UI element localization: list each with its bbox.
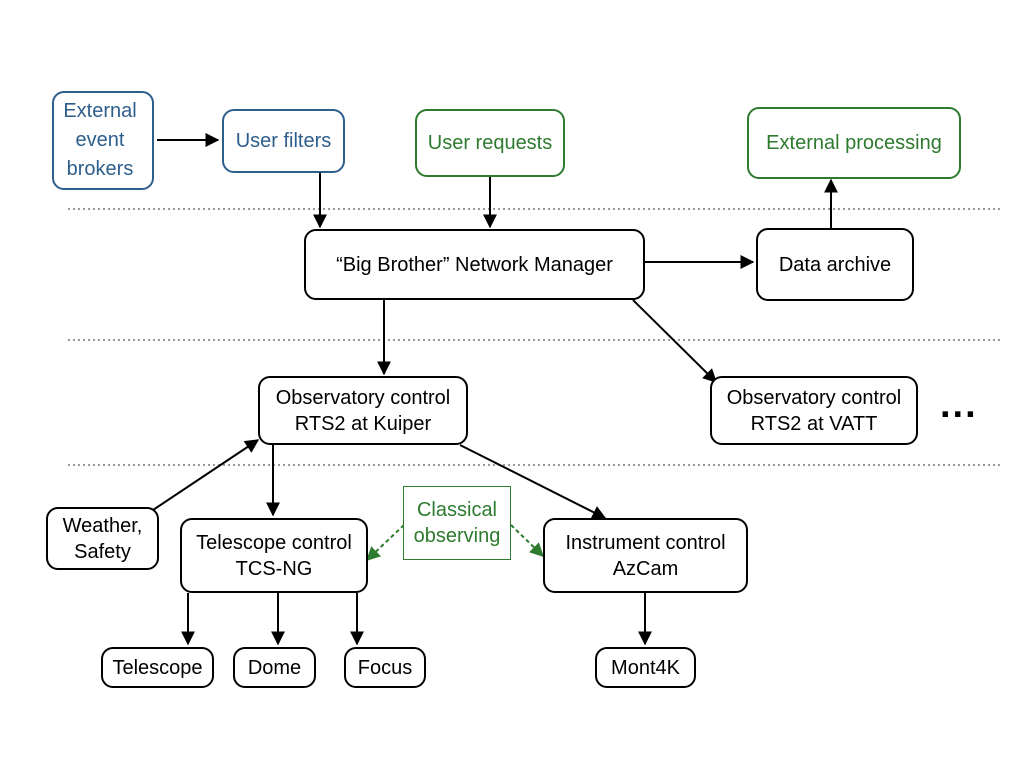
node-user-filters: User filters [222, 109, 345, 173]
more-observatories-indicator: ... [940, 384, 978, 426]
node-focus: Focus [344, 647, 426, 688]
node-external-event-brokers: External event brokers [52, 91, 154, 190]
edge-kuiper-to-instrument-control [459, 444, 607, 519]
node-telescope: Telescope [101, 647, 214, 688]
node-obs-control-kuiper: Observatory control RTS2 at Kuiper [258, 376, 468, 445]
edge-manager-to-vatt [632, 299, 717, 383]
node-data-archive: Data archive [756, 228, 914, 301]
node-obs-control-vatt: Observatory control RTS2 at VATT [710, 376, 918, 445]
node-weather-safety: Weather, Safety [46, 507, 159, 570]
node-mont4k: Mont4K [595, 647, 696, 688]
edge-weather-to-kuiper [149, 439, 260, 513]
node-dome: Dome [233, 647, 316, 688]
node-network-manager: “Big Brother” Network Manager [304, 229, 645, 300]
edge-classical-to-telescope-control [365, 524, 405, 561]
node-instrument-control: Instrument control AzCam [543, 518, 748, 593]
node-user-requests: User requests [415, 109, 565, 177]
node-classical-observing: Classical observing [403, 486, 511, 560]
edge-classical-to-instrument-control [510, 524, 545, 557]
node-telescope-control: Telescope control TCS-NG [180, 518, 368, 593]
node-external-processing: External processing [747, 107, 961, 179]
